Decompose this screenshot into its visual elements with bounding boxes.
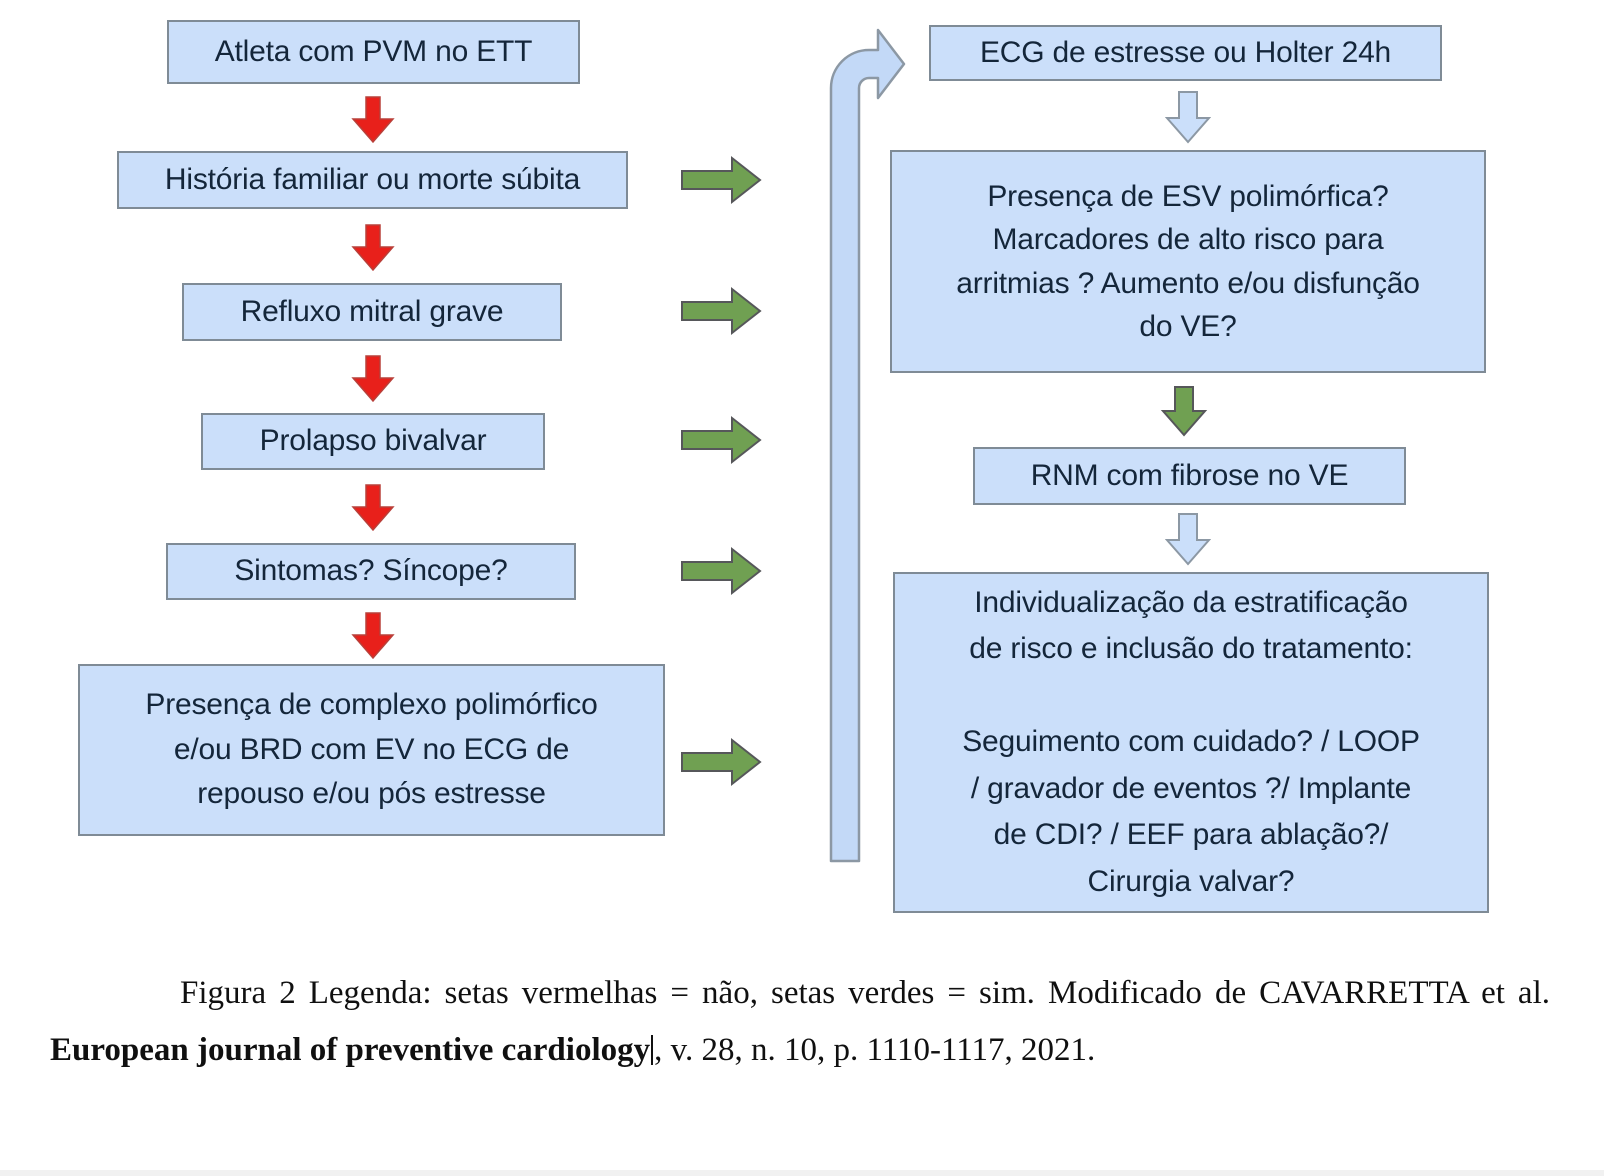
arrow-down-icon-red-1	[351, 96, 395, 144]
flow-box-presenca-esv-polimorfica: Presença de ESV polimórfica? Marcadores …	[890, 150, 1486, 373]
arrow-right-icon-green-3	[680, 415, 762, 465]
arrow-down-icon-red-5	[351, 612, 395, 660]
flow-box-presenca-complexo-polimorfico: Presença de complexo polimórfico e/ou BR…	[78, 664, 665, 836]
flow-box-atleta-pvm: Atleta com PVM no ETT	[167, 20, 580, 84]
loop-arrow-icon	[800, 18, 910, 863]
figure-caption: Figura 2 Legenda: setas vermelhas = não,…	[50, 965, 1550, 1079]
flow-box-refluxo-mitral: Refluxo mitral grave	[182, 283, 562, 341]
arrow-right-icon-green-4	[680, 546, 762, 596]
flow-box-historia-familiar: História familiar ou morte súbita	[117, 151, 628, 209]
arrow-down-icon-green	[1160, 385, 1208, 437]
text-cursor-caret	[651, 1034, 654, 1065]
arrow-down-icon-red-4	[351, 484, 395, 532]
arrow-down-icon-pale-1	[1165, 90, 1211, 144]
arrow-down-icon-pale-2	[1165, 512, 1211, 566]
caption-text-part1: Figura 2 Legenda: setas vermelhas = não,…	[180, 975, 1550, 1011]
flow-box-ecg-estresse-holter: ECG de estresse ou Holter 24h	[929, 25, 1442, 81]
flow-box-rnm-fibrose-ve: RNM com fibrose no VE	[973, 447, 1406, 505]
flow-box-individualizacao-estratificacao: Individualização da estratificação de ri…	[893, 572, 1489, 913]
flow-box-prolapso-bivalvar: Prolapso bivalvar	[201, 413, 545, 470]
flowchart-diagram: Atleta com PVM no ETT História familiar …	[78, 18, 1489, 913]
arrow-down-icon-red-3	[351, 355, 395, 403]
arrow-right-icon-green-1	[680, 155, 762, 205]
arrow-down-icon-red-2	[351, 224, 395, 272]
page-bottom-rule	[0, 1170, 1604, 1176]
caption-text-part2: , v. 28, n. 10, p. 1110-1117, 2021.	[654, 1031, 1096, 1068]
arrow-right-icon-green-2	[680, 286, 762, 336]
arrow-right-icon-green-5	[680, 737, 762, 787]
flow-box-sintomas-sincope: Sintomas? Síncope?	[166, 543, 576, 600]
caption-journal-name: European journal of preventive cardiolog…	[50, 1031, 651, 1068]
